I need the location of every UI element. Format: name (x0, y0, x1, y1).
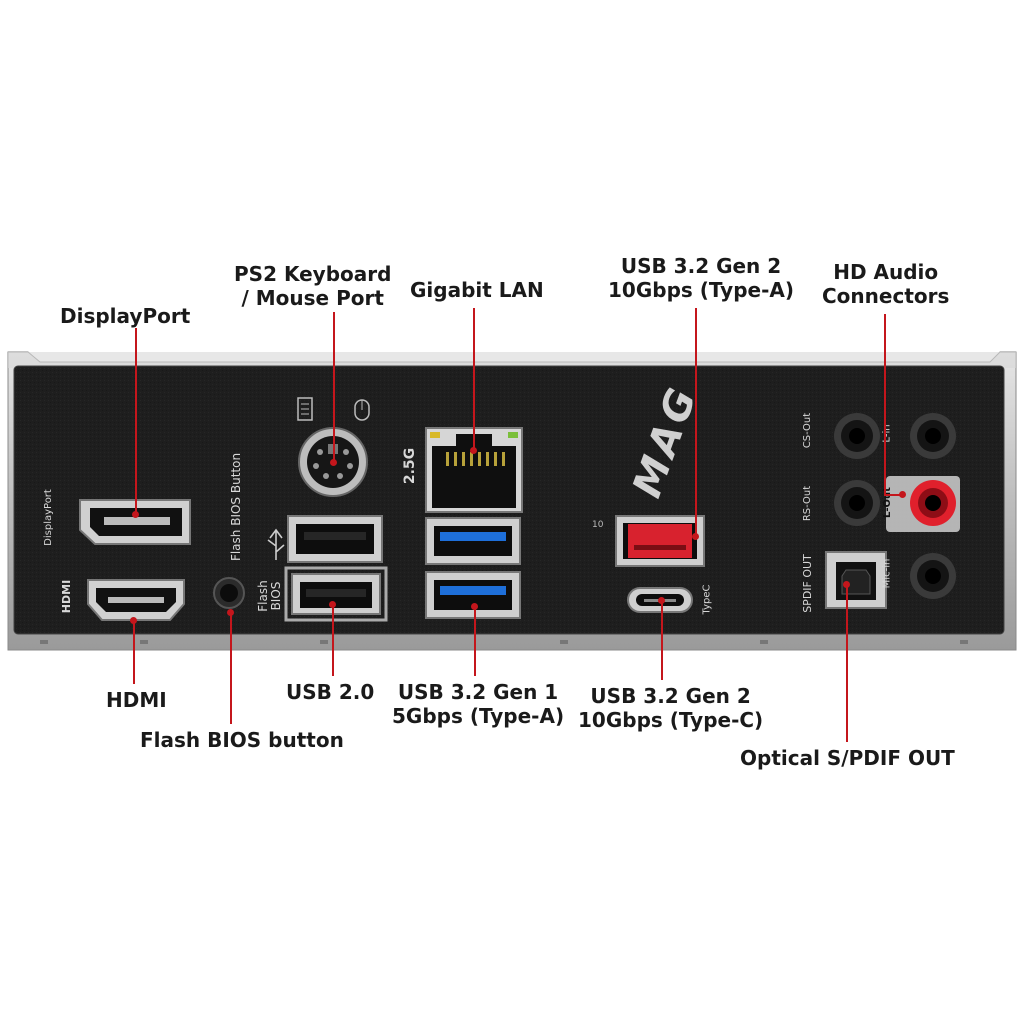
callout-displayport: DisplayPort (60, 304, 190, 328)
dot-flash-bios (227, 609, 234, 616)
dot-ps2 (330, 459, 337, 466)
callout-displayport-text: DisplayPort (60, 304, 191, 328)
callout-usb-gen2-c-line1: USB 3.2 Gen 2 (590, 684, 751, 708)
callout-usb-gen2-a: USB 3.2 Gen 2 10Gbps (Type-A) (608, 254, 794, 302)
jack-cs-out (834, 413, 880, 459)
usb-gen2-a-port (615, 515, 705, 567)
jack-l-out (910, 480, 956, 526)
leader-hdmi (133, 620, 135, 684)
dot-optical (843, 581, 850, 588)
displayport-connector (79, 499, 191, 545)
callout-flash-bios-button: Flash BIOS button (140, 728, 344, 752)
dot-usb-gen2-c (658, 597, 665, 604)
silk-usb-ss-10: 10 (592, 520, 604, 530)
dot-lan (470, 447, 477, 454)
jack-l-in (910, 413, 956, 459)
callout-lan: Gigabit LAN (410, 278, 544, 302)
silk-hdmi-logo: HDMI (60, 579, 74, 614)
leader-usb20 (332, 604, 334, 676)
callout-hd-audio-line1: HD Audio (833, 260, 939, 284)
callout-usb-gen2-a-line2: 10Gbps (Type-A) (608, 278, 794, 302)
callout-hd-audio-line2: Connectors (822, 284, 950, 308)
callout-usb-gen2-c: USB 3.2 Gen 2 10Gbps (Type-C) (578, 684, 763, 732)
usb20-ports (267, 515, 388, 622)
jack-rs-out (834, 480, 880, 526)
dot-usb-gen2-a (692, 533, 699, 540)
callout-usb20-text: USB 2.0 (286, 680, 375, 704)
callout-hdmi-text: HDMI (106, 688, 167, 712)
callout-optical: Optical S/PDIF OUT (740, 746, 955, 770)
callout-usb-gen1-line2: 5Gbps (Type-A) (392, 704, 565, 728)
audio-jacks (825, 413, 960, 609)
silk-spdif-out: SPDIF OUT (800, 554, 814, 613)
callout-flash-bios-button-text: Flash BIOS button (140, 728, 344, 752)
silk-cs-out: CS-Out (802, 412, 814, 449)
dot-usb-gen1 (471, 603, 478, 610)
dot-hd-audio (899, 491, 906, 498)
leader-lan (473, 308, 475, 450)
leader-optical (846, 584, 848, 742)
silk-flash-bios: Flash BIOS (256, 580, 283, 612)
callout-hdmi: HDMI (106, 688, 167, 712)
optical-spdif-port (825, 551, 887, 609)
callout-usb-gen2-a-line1: USB 3.2 Gen 2 (620, 254, 782, 278)
callout-usb20: USB 2.0 (286, 680, 374, 704)
jack-mic-in (910, 553, 956, 599)
silk-displayport: DisplayPort (42, 489, 54, 546)
callout-hd-audio: HD Audio Connectors (822, 260, 949, 308)
callout-usb-gen1: USB 3.2 Gen 1 5Gbps (Type-A) (392, 680, 564, 728)
leader-hd-audio (884, 314, 886, 496)
leader-usb-gen1 (474, 606, 476, 676)
dot-usb20 (329, 601, 336, 608)
dot-hdmi (130, 617, 137, 624)
callout-lan-text: Gigabit LAN (410, 278, 544, 302)
leader-usb-gen2-c (661, 600, 663, 680)
hdmi-connector (87, 579, 185, 621)
leader-flash-bios (230, 612, 232, 724)
leader-usb-gen2-a (695, 308, 697, 536)
callout-usb-gen1-line1: USB 3.2 Gen 1 (397, 680, 559, 704)
leader-displayport (135, 328, 137, 514)
silk-lan-speed: 2.5G (402, 447, 419, 485)
silk-rs-out: RS-Out (802, 485, 814, 522)
callout-ps2-line2: / Mouse Port (241, 286, 384, 310)
callout-ps2: PS2 Keyboard / Mouse Port (234, 262, 391, 310)
silk-typec: TypeC (701, 584, 713, 615)
silk-flash-bios-button: Flash BIOS Button (229, 452, 244, 562)
silk-mic-in: Mic-in (881, 558, 893, 589)
flash-bios-button-shape (213, 577, 245, 609)
leader-hd-audio-h (884, 494, 902, 496)
dot-displayport (132, 511, 139, 518)
callout-usb-gen2-c-line2: 10Gbps (Type-C) (578, 708, 764, 732)
callout-optical-text: Optical S/PDIF OUT (740, 746, 955, 770)
callout-ps2-line1: PS2 Keyboard (234, 262, 392, 286)
leader-ps2 (333, 312, 335, 462)
